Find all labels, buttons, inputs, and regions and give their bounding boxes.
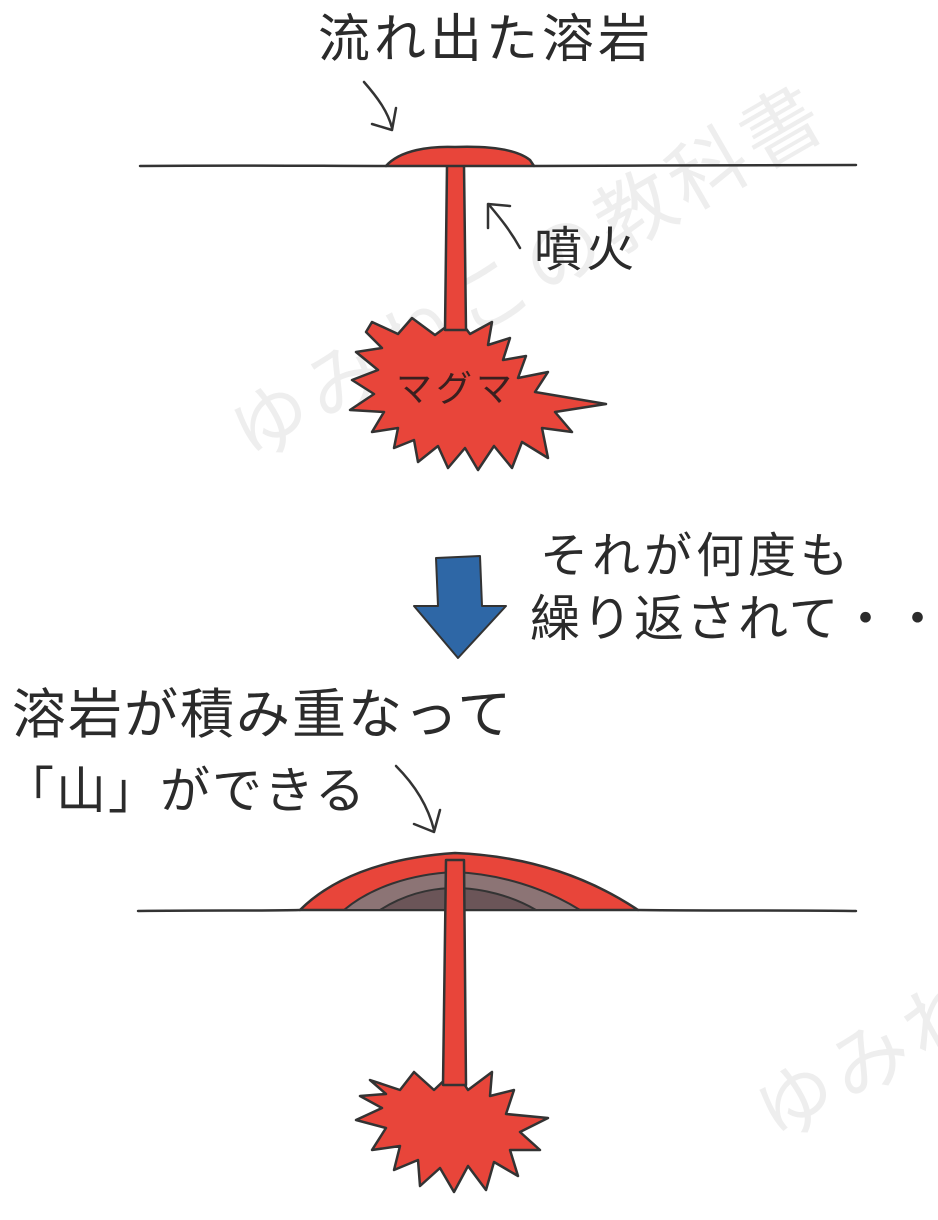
ground-line-bottom <box>136 908 858 913</box>
mountain-label-line1: 溶岩が積み重なって <box>12 683 514 746</box>
magma-chamber-top <box>348 316 608 472</box>
conduit-bottom <box>441 858 468 1087</box>
eruption-arrow <box>486 202 522 250</box>
transition-text-line2: 繰り返されて・・ <box>530 590 938 648</box>
lava-label: 流れ出た溶岩 <box>318 10 655 70</box>
lava-pointer-arrow <box>362 80 398 132</box>
lava-flow-top <box>384 145 536 168</box>
mountain-pointer-arrow <box>394 764 442 834</box>
magma-chamber-bottom <box>354 1068 550 1194</box>
eruption-label: 噴火 <box>534 222 639 278</box>
ground-line-top <box>138 163 858 168</box>
transition-text-line1: それが何度も <box>540 528 853 584</box>
magma-label: マグマ <box>396 369 517 410</box>
mountain-label-line2: 「山」ができる <box>4 762 367 820</box>
top-diagram <box>138 80 858 472</box>
bottom-diagram <box>136 764 858 1194</box>
conduit-top <box>443 163 468 332</box>
down-arrow-icon <box>413 555 507 659</box>
